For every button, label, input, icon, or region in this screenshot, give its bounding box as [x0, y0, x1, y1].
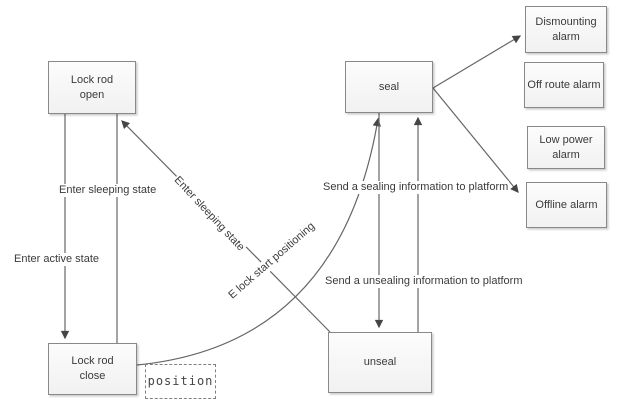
- node-position: position: [145, 364, 216, 399]
- label-send-unsealing-information: Send a unsealing information to platform: [324, 275, 524, 288]
- label-send-sealing-information: Send a sealing information to platform: [322, 181, 510, 194]
- node-offline-alarm: Offline alarm: [526, 182, 607, 228]
- node-unseal: unseal: [328, 332, 432, 393]
- node-low-power-alarm: Low power alarm: [527, 126, 605, 169]
- edge-seal-to-offline-alarm: [432, 87, 519, 193]
- node-dismounting-alarm: Dismounting alarm: [525, 6, 607, 53]
- label-enter-sleeping-state: Enter sleeping state: [58, 184, 158, 197]
- edge-close-to-seal-curve: [136, 117, 381, 366]
- node-seal: seal: [345, 61, 433, 113]
- node-off-route-alarm: Off route alarm: [524, 62, 604, 108]
- node-lock-rod-open: Lock rod open: [48, 61, 136, 114]
- label-enter-active-state: Enter active state: [13, 253, 100, 266]
- node-lock-rod-close: Lock rod close: [48, 343, 137, 395]
- edge-seal-to-dismounting-alarm: [432, 35, 522, 89]
